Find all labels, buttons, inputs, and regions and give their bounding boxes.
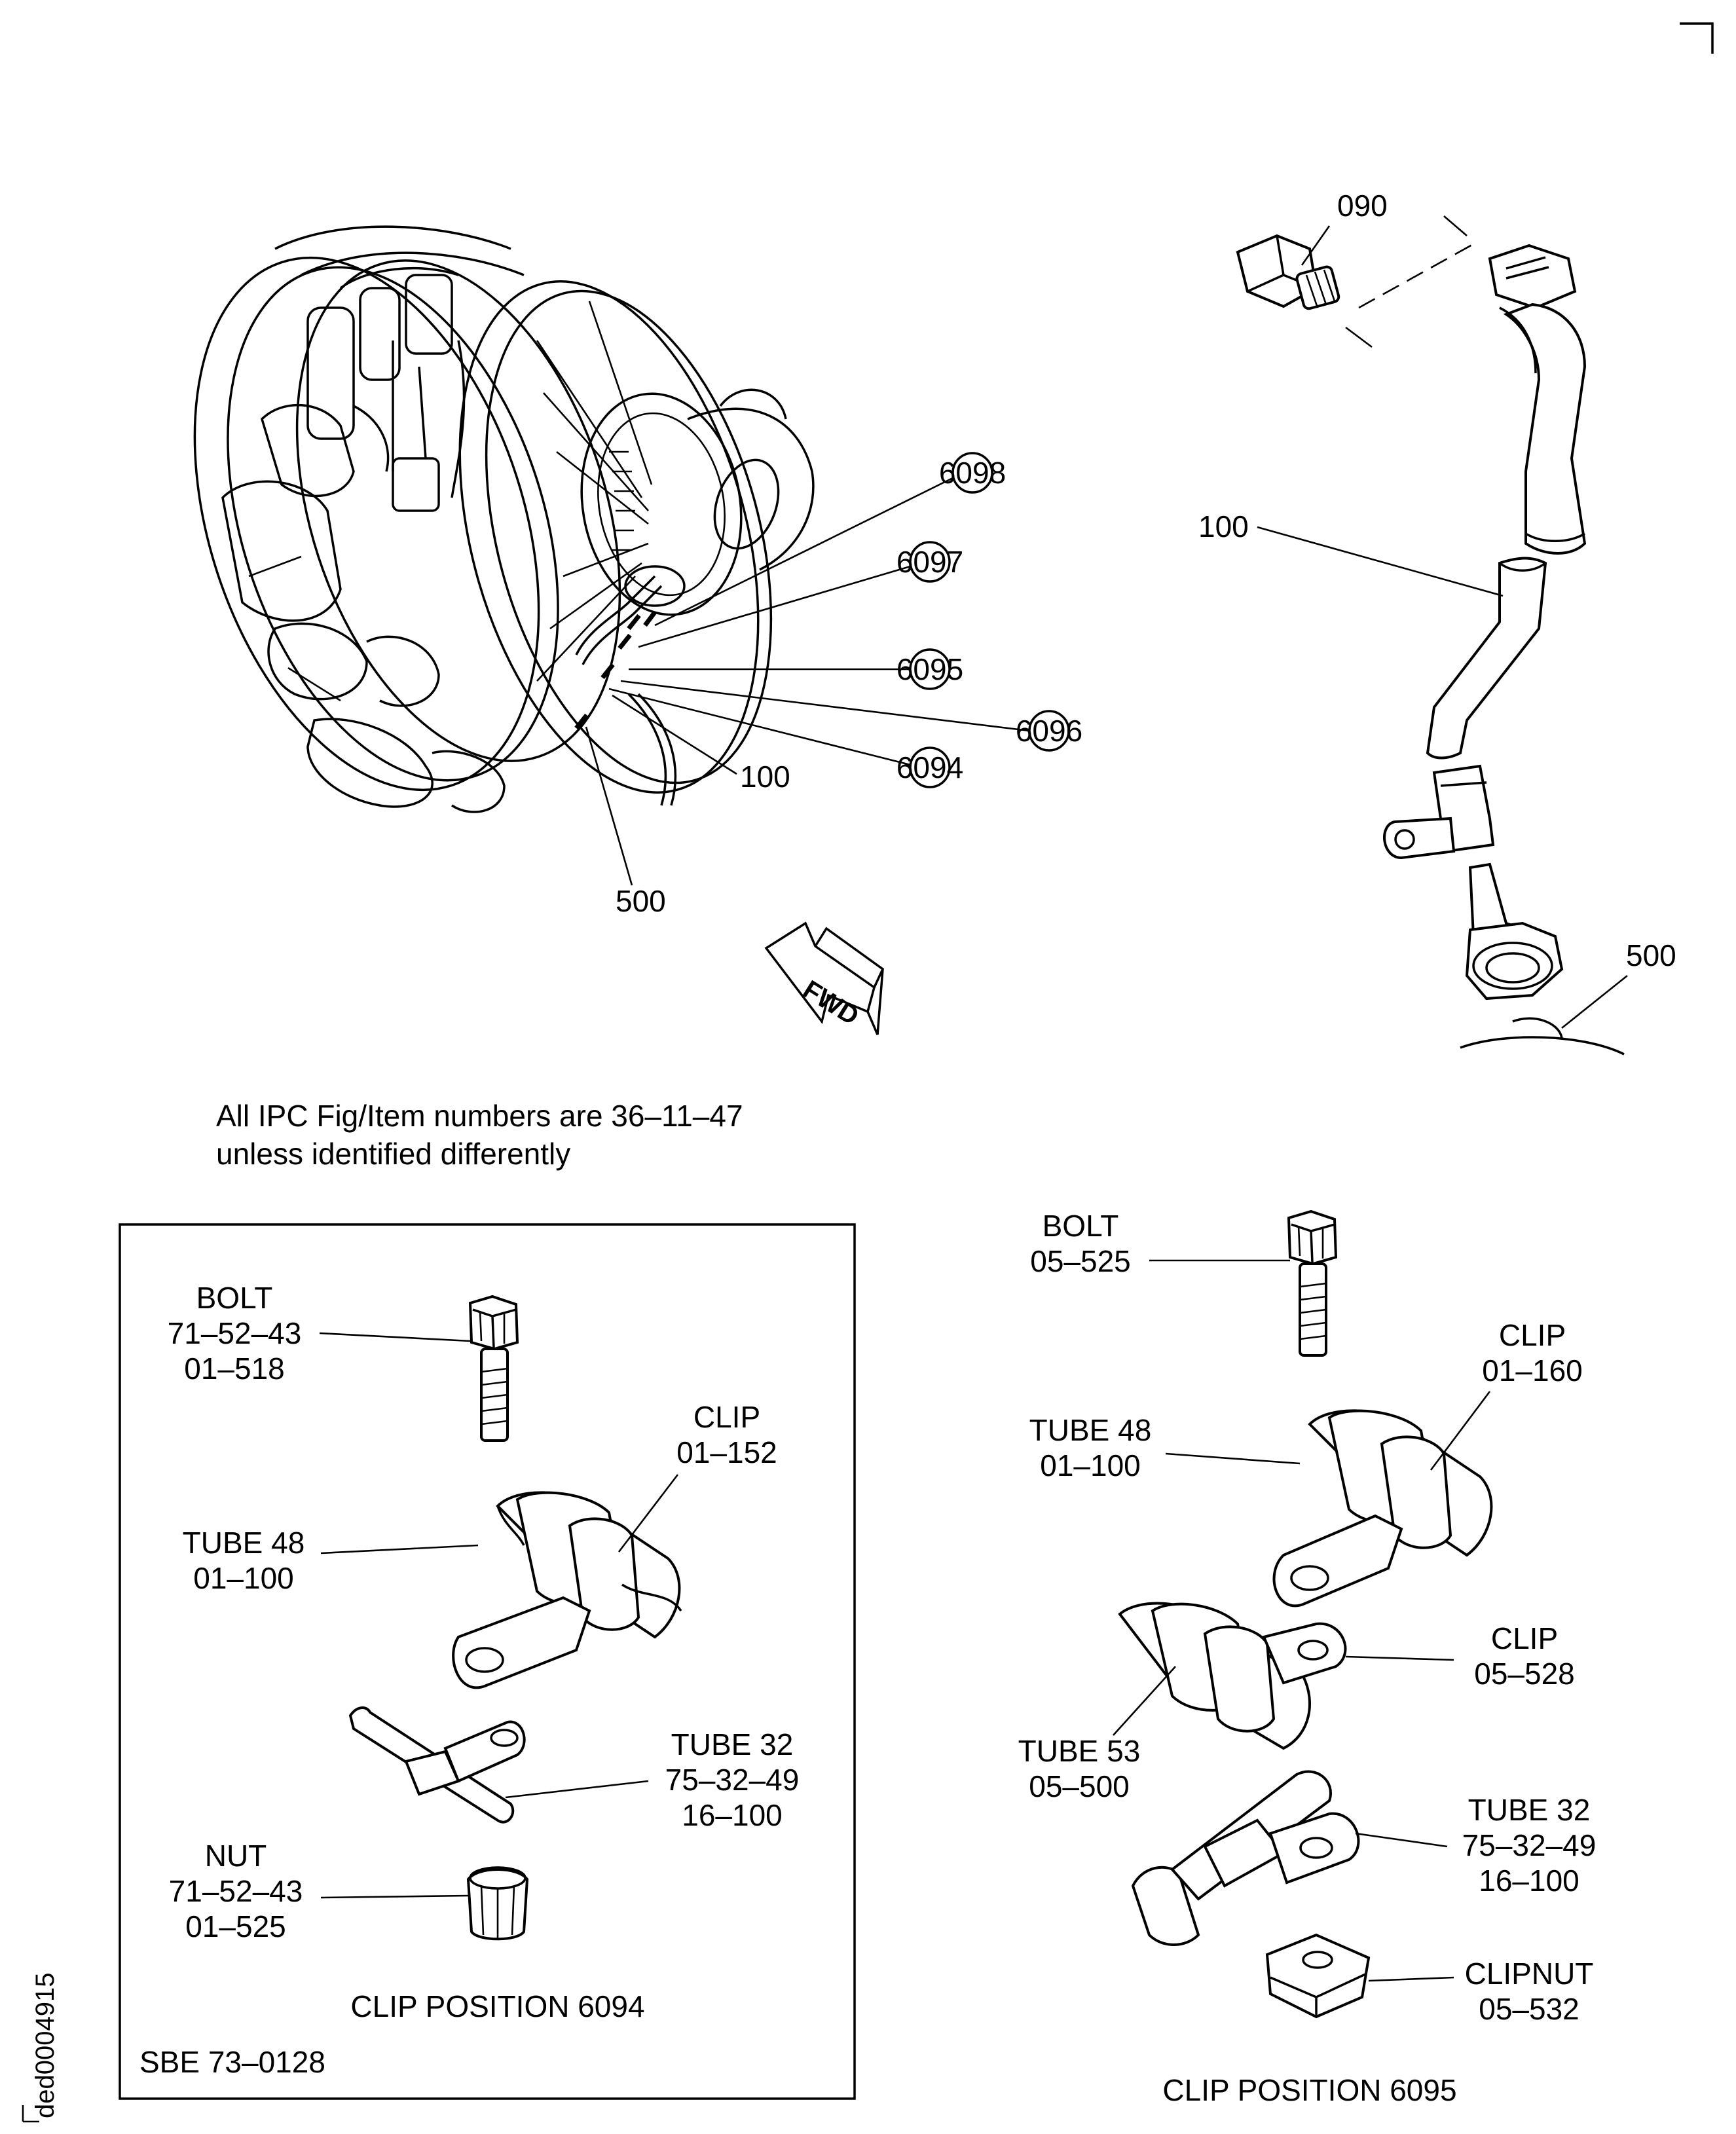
ipc-note: All IPC Fig/Item numbers are 36–11–47 un… (216, 1099, 743, 1171)
left-panel-caption: CLIP POSITION 6094 (350, 1989, 644, 2023)
engine-callouts: 6098 6097 6095 6096 6094 100 500 (585, 452, 1082, 918)
right-tube53-label-1: TUBE 53 (1018, 1734, 1141, 1768)
clip-tube-icon-2 (1272, 1409, 1493, 1608)
corner-mark (1680, 22, 1714, 54)
right-clip-b-label-2: 05–528 (1474, 1657, 1575, 1691)
bolt-icon (468, 1295, 519, 1442)
clip-position-6094-panel: BOLT 71–52–43 01–518 CLIP 01–152 TUBE 48… (119, 1223, 856, 2100)
right-clip-a-label-1: CLIP (1499, 1318, 1566, 1352)
clipnut-icon (1265, 1933, 1371, 2019)
note-line-1: All IPC Fig/Item numbers are 36–11–47 (216, 1099, 743, 1133)
callout-engine-100: 100 (740, 760, 790, 794)
document-id-text: ded0004915 (31, 1973, 60, 2118)
callout-090: 090 (1337, 189, 1388, 223)
left-nut-label-1: NUT (205, 1839, 267, 1873)
callout-6097: 6097 (896, 545, 963, 579)
left-bolt-label-1: BOLT (196, 1281, 273, 1315)
right-tube48-label-1: TUBE 48 (1029, 1413, 1152, 1447)
left-clip-label-2: 01–152 (676, 1435, 777, 1469)
left-tube48-label-1: TUBE 48 (183, 1526, 305, 1560)
right-tube32-label-2: 75–32–49 (1462, 1828, 1597, 1862)
left-nut-label-3: 01–525 (185, 1909, 286, 1943)
nut-icon (466, 1866, 529, 1941)
tube-detail-illustration: 090 100 500 (1198, 189, 1676, 1056)
callout-6098: 6098 (939, 456, 1006, 490)
left-nut-label-2: 71–52–43 (169, 1874, 303, 1908)
right-bolt-label-1: BOLT (1043, 1209, 1119, 1243)
left-bolt-label-2: 71–52–43 (168, 1316, 302, 1350)
right-clip-b-label-1: CLIP (1491, 1621, 1558, 1655)
right-tube32-label-1: TUBE 32 (1468, 1793, 1591, 1827)
right-tube32-label-3: 16–100 (1479, 1864, 1579, 1898)
document-id: ded0004915 (22, 1973, 60, 2123)
clip-tube-icon (452, 1491, 682, 1689)
left-bolt-label-3: 01–518 (184, 1352, 285, 1386)
tube32-clip-icon-2 (1131, 1770, 1360, 1946)
left-clip-label-1: CLIP (693, 1400, 760, 1434)
right-tube53-label-2: 05–500 (1029, 1769, 1130, 1803)
clip-position-6095-panel: BOLT 05–525 CLIP 01–160 TUBE 48 01–100 C… (1018, 1209, 1597, 2107)
callout-engine-500: 500 (616, 884, 666, 918)
tube32-clip-icon (348, 1706, 526, 1824)
callout-detail-500: 500 (1626, 938, 1676, 972)
engine-illustration (193, 225, 815, 813)
sbe-reference: SBE 73–0128 (139, 2045, 325, 2079)
left-tube32-label-2: 75–32–49 (665, 1763, 800, 1797)
callout-6094: 6094 (896, 750, 963, 784)
clip-tube-icon-3 (1118, 1602, 1347, 1750)
left-tube48-label-2: 01–100 (193, 1561, 294, 1595)
fwd-label: FWD (798, 975, 864, 1031)
right-clipnut-label-2: 05–532 (1479, 1992, 1579, 2026)
note-line-2: unless identified differently (216, 1137, 570, 1171)
left-tube32-label-3: 16–100 (682, 1798, 783, 1832)
right-clipnut-label-1: CLIPNUT (1465, 1957, 1594, 1991)
right-tube48-label-2: 01–100 (1040, 1448, 1141, 1482)
right-panel-caption: CLIP POSITION 6095 (1162, 2073, 1456, 2107)
forward-direction-arrow: FWD (764, 921, 885, 1035)
right-clip-a-label-2: 01–160 (1482, 1353, 1583, 1388)
callout-detail-100: 100 (1198, 509, 1249, 543)
left-tube32-label-1: TUBE 32 (671, 1727, 794, 1761)
right-bolt-label-2: 05–525 (1030, 1244, 1131, 1278)
bolt-icon-2 (1287, 1209, 1338, 1357)
